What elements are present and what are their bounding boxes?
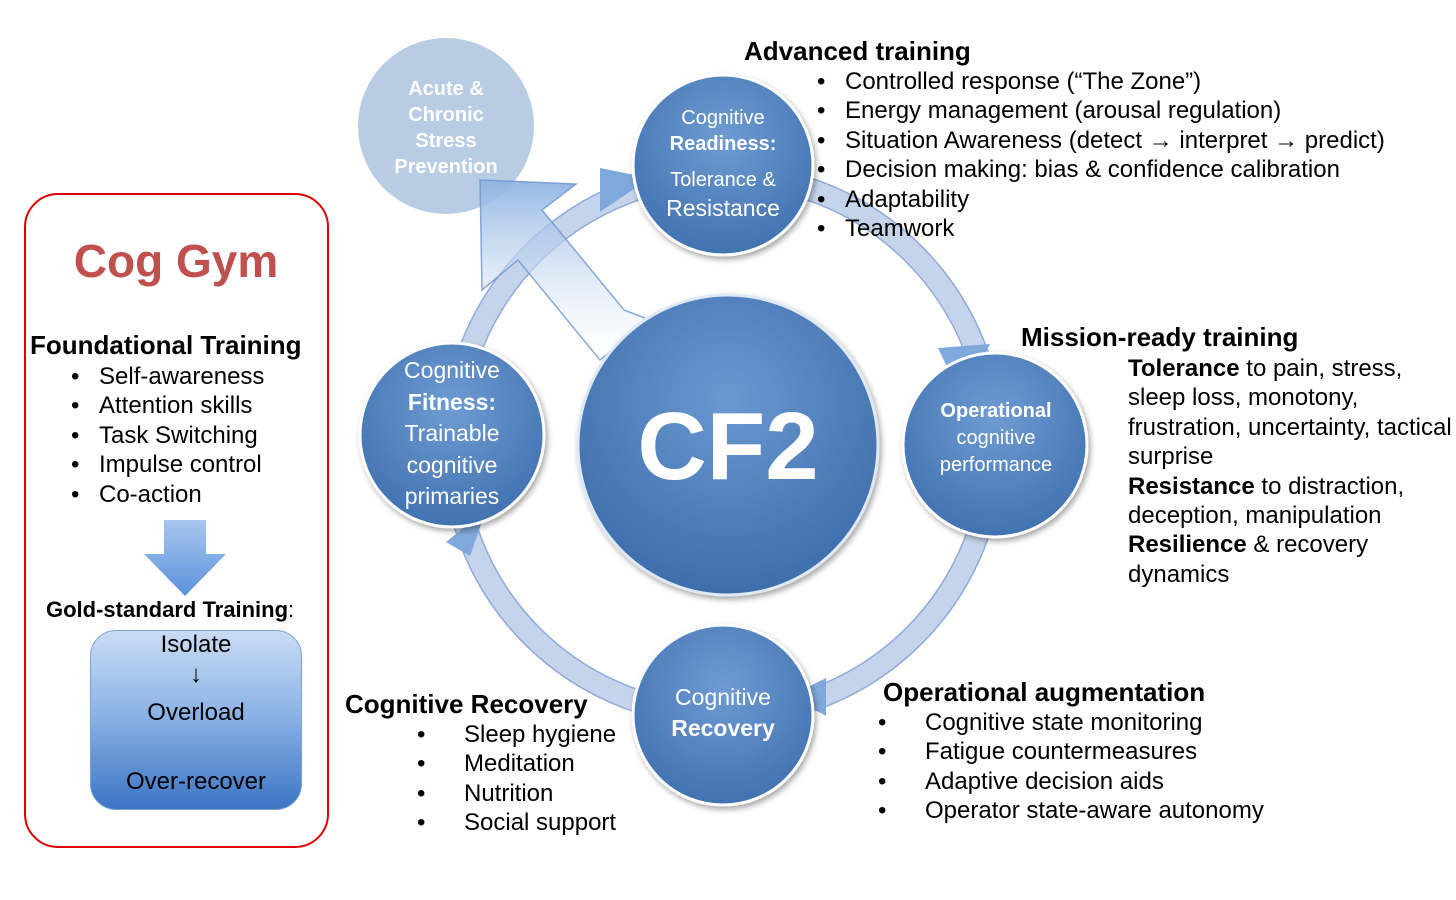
stress-bubble [358, 38, 534, 214]
step-arrow-icon: ↓ [190, 661, 202, 688]
operational-label: Operational cognitive performance [915, 398, 1077, 479]
node-fitness [358, 341, 546, 529]
foundational-heading: Foundational Training [30, 330, 302, 360]
fitness-label: Cognitive Fitness: Trainable cognitive p… [370, 355, 534, 513]
readiness-line-2: Readiness: [669, 133, 777, 155]
stress-bubble-label: Acute & Chronic Stress Prevention [376, 76, 516, 180]
node-operational [901, 351, 1089, 539]
step-isolate: Isolate [160, 631, 232, 658]
tolerance-term: Tolerance [1128, 355, 1240, 382]
gold-standard-heading: Gold-standard Training: [46, 597, 294, 623]
stress-line-3: Stress [415, 130, 477, 152]
list-item: Self-awareness [71, 362, 264, 392]
prevention-arrow-icon [479, 179, 652, 362]
list-item: Resilience & recovery [1128, 530, 1456, 559]
list-item-continuation: dynamics [1128, 560, 1230, 588]
fitness-line-5: primaries [404, 483, 500, 509]
list-item: Cognitive state monitoring [878, 708, 1264, 738]
step-over-recover: Over-recover [125, 768, 267, 795]
list-item-continuation: sleep loss, monotony, [1128, 384, 1359, 412]
list-item: Nutrition [417, 779, 616, 809]
list-item: Teamwork [817, 214, 1385, 244]
list-item-continuation: deception, manipulation [1128, 502, 1382, 530]
recovery-label: Cognitive Recovery [643, 682, 803, 744]
mission-ready-heading: Mission-ready training [1021, 322, 1299, 352]
list-item: Situation Awareness (detect → interpret … [817, 126, 1385, 156]
recovery-line-2: Recovery [671, 715, 775, 741]
list-item: Social support [417, 808, 616, 838]
cog-gym-panel [24, 193, 329, 848]
operational-line-1: Operational [940, 400, 1052, 422]
resistance-term: Resistance [1128, 472, 1255, 500]
advanced-training-heading: Advanced training [744, 36, 971, 66]
operational-augmentation-list: Cognitive state monitoring Fatigue count… [878, 708, 1264, 826]
mission-ready-list: Tolerance to pain, stress, sleep loss, m… [1128, 354, 1456, 589]
gold-standard-box: Isolate ↓ Overload Over-recover [90, 630, 302, 810]
center-label: CF2 [637, 393, 819, 500]
center-circle [576, 293, 880, 597]
list-item: Fatigue countermeasures [878, 737, 1264, 767]
gold-standard-colon: : [288, 597, 295, 622]
readiness-line-3: Tolerance & [670, 169, 776, 191]
list-item: Decision making: bias & confidence calib… [817, 155, 1385, 185]
foundational-list: Self-awareness Attention skills Task Swi… [71, 362, 264, 510]
list-item: Energy management (arousal regulation) [817, 96, 1385, 126]
fitness-line-1: Cognitive [404, 357, 500, 383]
tolerance-text-1: to pain, stress, [1239, 355, 1403, 382]
cognitive-recovery-heading: Cognitive Recovery [345, 689, 588, 719]
readiness-line-1: Cognitive [681, 107, 765, 129]
operational-augmentation-heading: Operational augmentation [883, 677, 1206, 707]
list-item: Meditation [417, 749, 616, 779]
list-item-continuation: surprise [1128, 443, 1214, 471]
recovery-line-1: Cognitive [675, 684, 771, 710]
list-item: Tolerance to pain, stress, [1128, 354, 1456, 383]
list-item: Task Switching [71, 421, 264, 451]
resistance-text-1: to distraction, [1254, 472, 1405, 500]
resilience-text-1: & recovery [1246, 531, 1369, 559]
list-item: Impulse control [71, 450, 264, 480]
node-recovery [631, 623, 815, 807]
list-item: Adaptability [817, 185, 1385, 215]
advanced-training-list: Controlled response (“The Zone”) Energy … [817, 67, 1385, 244]
list-item: Co-action [71, 480, 264, 510]
list-item: Attention skills [71, 391, 264, 421]
list-item: Operator state-aware autonomy [878, 796, 1264, 826]
list-item-continuation: frustration, uncertainty, tactical [1128, 413, 1456, 442]
list-item: Adaptive decision aids [878, 767, 1264, 797]
stress-line-1: Acute & [408, 78, 484, 100]
fitness-line-2: Fitness: [407, 388, 497, 415]
list-item: Sleep hygiene [417, 720, 616, 750]
readiness-label: Cognitive Readiness: Tolerance & Resista… [643, 105, 803, 223]
fitness-line-4: cognitive [406, 451, 498, 478]
list-item: Resistance to distraction, [1128, 472, 1456, 501]
fitness-line-3: Trainable [404, 420, 500, 446]
list-item: Controlled response (“The Zone”) [817, 67, 1385, 97]
step-overload: Overload [147, 699, 245, 726]
operational-line-2: cognitive [956, 427, 1036, 449]
stress-line-2: Chronic [408, 104, 484, 126]
resilience-term: Resilience [1128, 531, 1247, 559]
operational-line-3: performance [939, 454, 1053, 476]
readiness-line-4: Resistance [666, 195, 780, 221]
node-readiness [631, 73, 815, 257]
gold-standard-heading-text: Gold-standard Training [46, 597, 289, 622]
stress-line-4: Prevention [394, 156, 498, 178]
down-arrow-icon [144, 520, 226, 596]
cog-gym-title: Cog Gym [73, 235, 279, 287]
cognitive-recovery-list: Sleep hygiene Meditation Nutrition Socia… [417, 720, 616, 838]
